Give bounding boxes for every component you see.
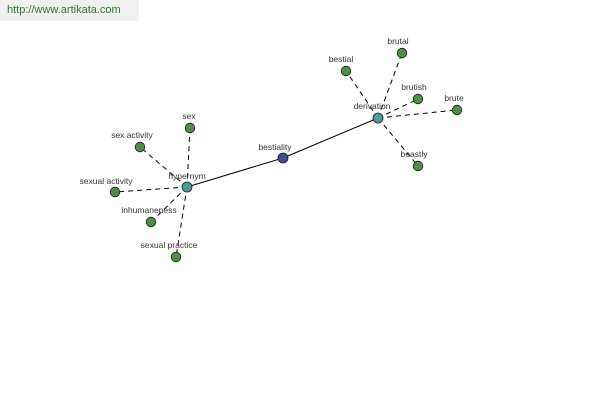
node-sex[interactable]: sex — [182, 111, 196, 134]
node-dot-brute[interactable] — [451, 104, 463, 116]
source-url-link[interactable]: http://www.artikata.com — [0, 0, 139, 21]
node-brutal[interactable]: brutal — [387, 36, 409, 59]
node-dot-inhumaneness[interactable] — [145, 216, 157, 228]
node-brutish[interactable]: brutish — [401, 82, 427, 105]
node-label-sexual-practice: sexual practice — [141, 240, 198, 250]
node-dot-bestiality[interactable] — [277, 152, 289, 164]
edge-derivation-beastly — [377, 117, 419, 167]
node-label-sexual-activity: sexual activity — [80, 176, 134, 186]
node-label-brute: brute — [444, 93, 464, 103]
node-dot-brutish[interactable] — [412, 93, 424, 105]
node-dot-sex-activity[interactable] — [134, 141, 146, 153]
node-label-bestial: bestial — [329, 54, 354, 64]
edge-derivation-brutal — [377, 52, 403, 119]
node-label-sex: sex — [182, 111, 196, 121]
node-label-inhumaneness: inhumaneness — [121, 205, 176, 215]
edge-derivation-brutish — [377, 98, 419, 119]
node-bestial[interactable]: bestial — [329, 54, 354, 77]
node-derivation[interactable]: derivation — [354, 101, 391, 124]
node-dot-beastly[interactable] — [412, 160, 424, 172]
node-inhumaneness[interactable]: inhumaneness — [121, 205, 177, 228]
edge-hypernym-sex-activity — [139, 146, 188, 188]
edges-layer — [114, 52, 458, 258]
node-brute[interactable]: brute — [444, 93, 464, 116]
node-dot-sex[interactable] — [184, 122, 196, 134]
node-dot-derivation[interactable] — [372, 112, 384, 124]
node-sexual-activity[interactable]: sexual activity — [80, 176, 134, 198]
edge-bestiality-derivation — [282, 117, 379, 159]
node-label-beastly: beastly — [401, 149, 429, 159]
edge-hypernym-sexual-practice — [175, 186, 188, 258]
node-dot-brutal[interactable] — [396, 47, 408, 59]
node-dot-sexual-activity[interactable] — [109, 186, 121, 198]
node-label-brutish: brutish — [401, 82, 427, 92]
node-beastly[interactable]: beastly — [401, 149, 429, 172]
node-label-bestiality: bestiality — [258, 142, 292, 152]
edge-hypernym-sex — [186, 127, 191, 188]
node-sexual-practice[interactable]: sexual practice — [141, 240, 198, 263]
node-sex-activity[interactable]: sex activity — [111, 130, 154, 153]
edge-bestiality-hypernym — [186, 157, 284, 188]
edge-derivation-brute — [377, 109, 458, 119]
edge-hypernym-sexual-activity — [114, 186, 188, 193]
node-dot-bestial[interactable] — [340, 65, 352, 77]
node-label-sex-activity: sex activity — [111, 130, 153, 140]
node-hypernym[interactable]: hypernym — [168, 171, 206, 193]
node-label-brutal: brutal — [387, 36, 408, 46]
node-label-derivation: derivation — [354, 101, 391, 111]
node-dot-hypernym[interactable] — [181, 181, 193, 193]
nodes-layer: bestiality hypernym derivation sex sex activ… — [80, 36, 464, 263]
edge-derivation-bestial — [345, 70, 379, 119]
node-bestiality[interactable]: bestiality — [258, 142, 292, 164]
node-label-hypernym: hypernym — [168, 171, 205, 181]
node-dot-sexual-practice[interactable] — [170, 251, 182, 263]
